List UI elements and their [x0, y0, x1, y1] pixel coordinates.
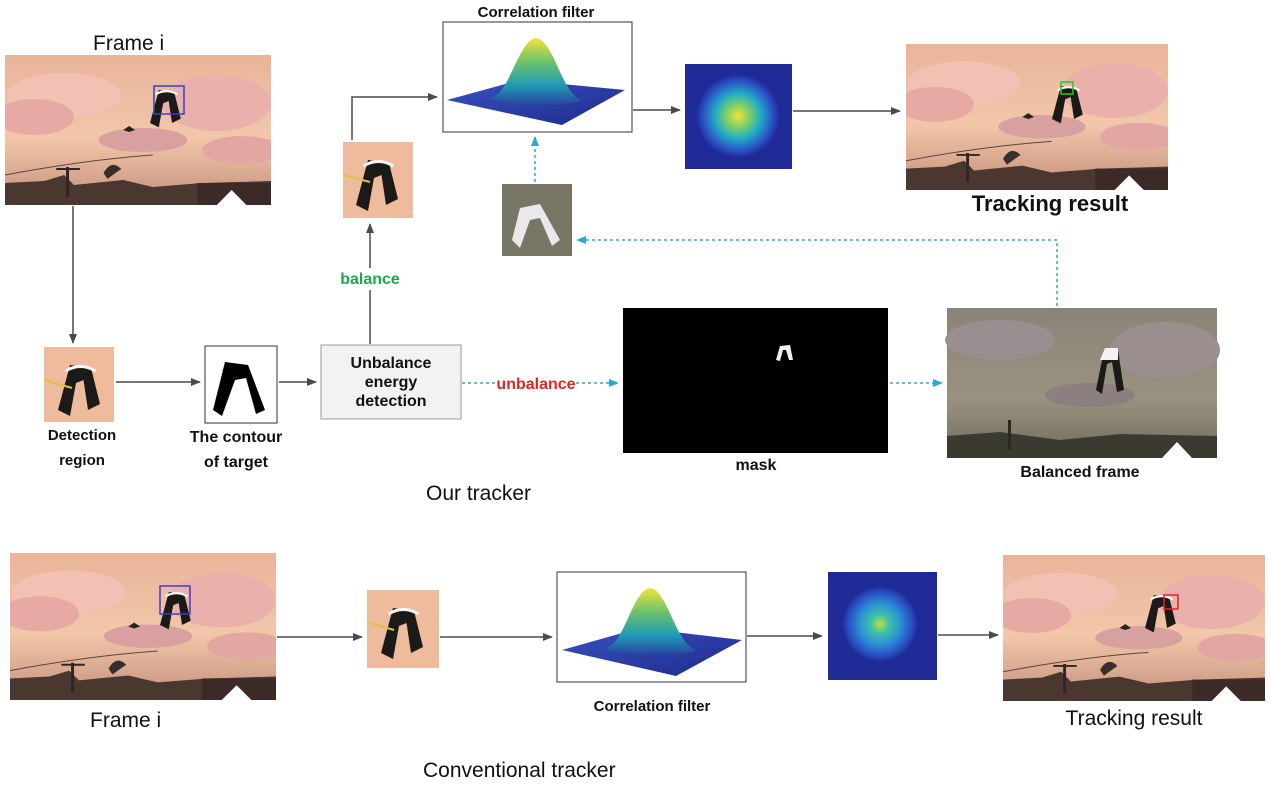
correlation-filter-surface-top	[442, 21, 633, 133]
mask-label: mask	[736, 457, 777, 474]
unbalance-energy-detection-box	[320, 344, 462, 420]
energy-box-line-2: energy	[365, 374, 418, 391]
detection-region-label: Detection	[48, 427, 116, 444]
contour-label-2: of target	[204, 454, 269, 471]
unbalance-label: unbalance	[496, 376, 575, 393]
conventional-target-patch	[366, 590, 439, 668]
conventional-tracker-caption: Conventional tracker	[423, 759, 616, 782]
balance-label: balance	[340, 271, 400, 288]
balanced-frame-image	[945, 308, 1220, 458]
contour-label: The contour	[190, 429, 282, 446]
tracking-result-label-bottom: Tracking result	[1066, 707, 1203, 730]
frame-i-image-bottom	[10, 553, 276, 700]
target-contour-image	[204, 345, 278, 424]
energy-box-line-3: detection	[355, 393, 426, 410]
energy-box-line-1: Unbalance	[351, 355, 432, 372]
correlation-filter-surface-bottom	[556, 571, 747, 683]
our-tracker-caption: Our tracker	[426, 482, 531, 505]
tracking-box-conventional	[1163, 594, 1179, 610]
tracking-box-ours	[1060, 81, 1074, 95]
detection-region-label-2: region	[59, 452, 105, 469]
tracking-result-label-top: Tracking result	[972, 191, 1129, 216]
detection-box	[153, 85, 185, 115]
mask-image	[623, 308, 888, 453]
frame-i-image-top	[5, 55, 271, 205]
tracking-result-image-bottom	[1003, 555, 1265, 701]
frame-i-label-bottom: Frame i	[90, 709, 161, 732]
detection-box-bottom	[159, 585, 191, 615]
detection-region-patch	[43, 347, 114, 422]
correlation-filter-title: Correlation filter	[478, 4, 595, 21]
balanced-target-patch	[342, 142, 413, 218]
response-map-top	[685, 64, 792, 169]
frame-i-label-top: Frame i	[93, 32, 164, 55]
masked-target-patch	[502, 184, 572, 256]
response-map-bottom	[828, 572, 937, 680]
balanced-frame-label: Balanced frame	[1020, 464, 1139, 481]
tracking-result-image-top	[906, 44, 1168, 190]
correlation-filter-label-bottom: Correlation filter	[594, 698, 711, 715]
